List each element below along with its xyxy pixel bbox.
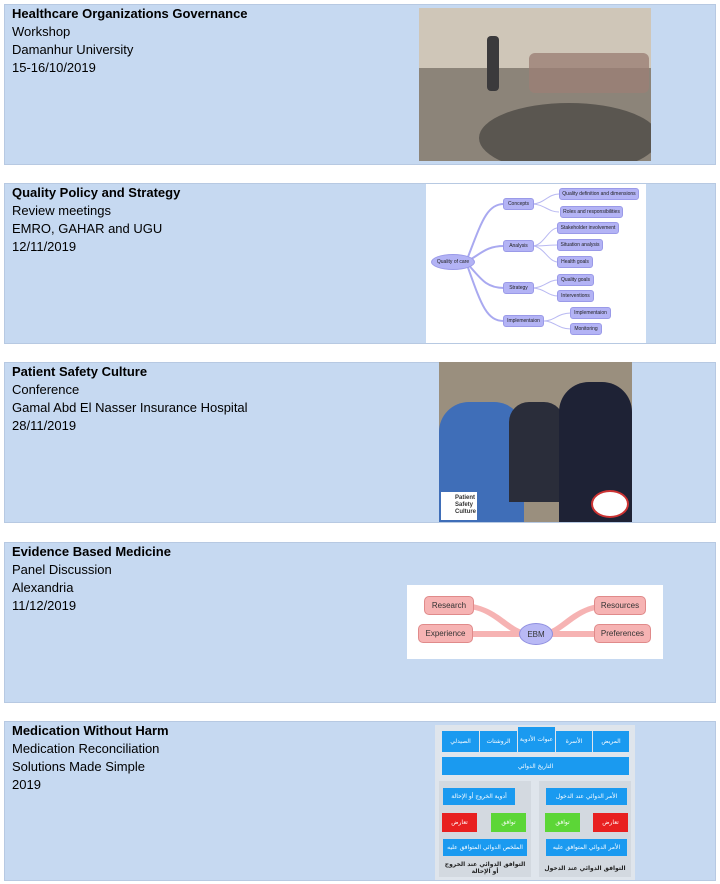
admission-caption: التوافق الدوائي عند الدخول: [544, 864, 626, 872]
entry-text: Evidence Based Medicine Panel Discussion…: [12, 543, 171, 615]
ebm-node: Resources: [594, 596, 646, 615]
ebm-node: Research: [424, 596, 474, 615]
entry-text: Quality Policy and Strategy Review meeti…: [12, 184, 180, 256]
entry-date: 15-16/10/2019: [12, 60, 96, 75]
admission-order-box: الأمر الدوائي المتوافق عليه: [546, 839, 627, 856]
discharge-caption: التوافق الدوائي عند الخروج أو الإحالة: [444, 861, 526, 875]
workshop-photo: [419, 8, 651, 161]
patient-safety-culture-logo: Patient Safety Culture: [441, 492, 477, 520]
mindmap-leaf: Monitoring: [570, 323, 602, 335]
entry-title: Quality Policy and Strategy: [12, 185, 181, 200]
mindmap-branch: Implementaion: [503, 315, 544, 327]
entry-type: Panel Discussion: [12, 562, 112, 577]
conflict-box: تعارض: [593, 813, 628, 832]
match-box: توافق: [491, 813, 526, 832]
source-box: الأسرة: [556, 731, 592, 752]
ebm-connectors: [467, 603, 603, 637]
entry-venue: EMRO, GAHAR and UGU: [12, 221, 163, 236]
ebm-center: EBM: [519, 623, 553, 645]
mindmap-branch: Strategy: [503, 282, 534, 294]
mindmap-leaf: Health goals: [557, 256, 593, 268]
source-box: الروشتات: [480, 731, 517, 752]
mindmap-branch: Concepts: [503, 198, 534, 210]
admission-box: الأمر الدوائي عند الدخول: [546, 788, 627, 805]
entry-title: Patient Safety Culture: [12, 364, 148, 379]
ebm-diagram: Research Experience EBM Resources Prefer…: [407, 585, 663, 659]
entry-date: 11/12/2019: [12, 598, 77, 613]
entry-venue: Solutions Made Simple: [12, 759, 145, 774]
entry-text: Healthcare Organizations Governance Work…: [12, 5, 248, 77]
entry-venue: Gamal Abd El Nasser Insurance Hospital: [12, 400, 248, 415]
entry-text: Medication Without Harm Medication Recon…: [12, 722, 169, 794]
quality-mindmap: Quality of care Concepts Analysis Strate…: [426, 184, 646, 343]
entry-type: Workshop: [12, 24, 71, 39]
match-box: توافق: [545, 813, 580, 832]
source-box: عبوات الأدوية: [518, 727, 555, 752]
entry-title: Healthcare Organizations Governance: [12, 6, 248, 21]
entry-date: 28/11/2019: [12, 418, 77, 433]
entry-title: Evidence Based Medicine: [12, 544, 171, 559]
entry-title: Medication Without Harm: [12, 723, 169, 738]
mindmap-branch: Analysis: [503, 240, 534, 252]
source-box: الصيدلي: [442, 731, 479, 752]
discharge-box: أدوية الخروج أو الإحالة: [443, 788, 515, 805]
entry-type: Conference: [12, 382, 80, 397]
medication-reconciliation-diagram: الصيدلي الروشتات عبوات الأدوية الأسرة ال…: [435, 725, 635, 880]
hospital-logo: [591, 490, 629, 518]
entry-venue: Alexandria: [12, 580, 74, 595]
ebm-node: Preferences: [594, 624, 651, 643]
entry-date: 12/11/2019: [12, 239, 77, 254]
mindmap-leaf: Implementaion: [570, 307, 611, 319]
mindmap-leaf: Quality goals: [557, 274, 594, 286]
mindmap-leaf: Interventions: [557, 290, 594, 302]
mindmap-leaf: Roles and responsibilities: [560, 206, 623, 218]
conference-photo: Patient Safety Culture: [439, 362, 632, 522]
entry-type: Medication Reconciliation: [12, 741, 160, 756]
entry-date: 2019: [12, 777, 41, 792]
mindmap-leaf: Stakeholder involvement: [557, 222, 619, 234]
entry-type: Review meetings: [12, 203, 111, 218]
conflict-box: تعارض: [442, 813, 477, 832]
mindmap-leaf: Situation analysis: [557, 239, 603, 251]
discharge-summary-box: الملخص الدوائي المتوافق عليه: [443, 839, 527, 856]
ebm-node: Experience: [418, 624, 473, 643]
source-box: المريض: [593, 731, 629, 752]
entry-text: Patient Safety Culture Conference Gamal …: [12, 363, 248, 435]
mindmap-root: Quality of care: [431, 254, 475, 270]
mindmap-leaf: Quality definition and dimensions: [559, 188, 639, 200]
history-box: التاريخ الدوائي: [442, 757, 629, 775]
entry-venue: Damanhur University: [12, 42, 134, 57]
